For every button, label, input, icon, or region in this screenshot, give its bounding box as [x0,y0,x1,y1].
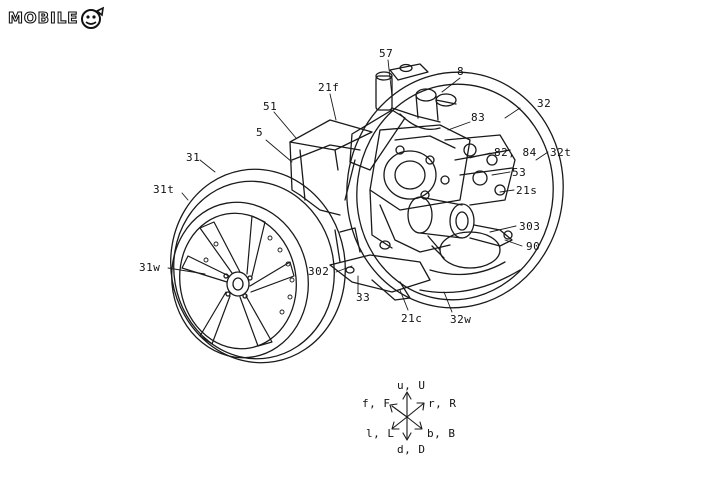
watermark-brand-text: MOBILE [7,8,79,27]
leader-lines [167,59,549,313]
label-31: 31 [186,151,201,164]
label-53: 53 [512,166,527,179]
label-8: 8 [457,65,465,78]
compass-up-label: u, U [397,379,426,392]
label-21c: 21c [401,312,423,325]
compass-down-label: d, D [397,443,426,456]
label-21f: 21f [318,81,340,94]
label-51: 51 [263,100,278,113]
label-21s: 21s [516,184,538,197]
compass-right-label: r, R [428,397,457,410]
left-wheel-spokes [181,215,295,347]
label-31w: 31w [139,261,161,274]
left-wheel-31 [170,168,346,364]
watermark-logo: MOBILE [7,6,106,30]
label-32w: 32w [450,313,472,326]
suspension-mechanism [369,124,516,253]
right-wheel-32 [346,71,564,309]
label-31t: 31t [153,183,175,196]
label-303: 303 [519,220,541,233]
compass-back-label: b, B [427,427,456,440]
compass-left-label: l, L [366,427,395,440]
label-33: 33 [356,291,371,304]
label-82-84: 82, 84 [494,146,537,159]
brake-disc-holes [203,235,295,315]
label-83: 83 [471,111,486,124]
label-32: 32 [537,97,552,110]
label-5: 5 [256,126,264,139]
smiley-face-icon [80,6,104,29]
label-57: 57 [379,47,394,60]
direction-compass [389,391,425,441]
label-302: 302 [308,265,330,278]
frame-21f [289,119,373,216]
compass-front-label: f, F [362,397,391,410]
label-90: 90 [526,240,541,253]
steering-linkage-57 [344,63,457,201]
actuator-303 [407,196,513,259]
label-32t: 32t [550,146,572,159]
